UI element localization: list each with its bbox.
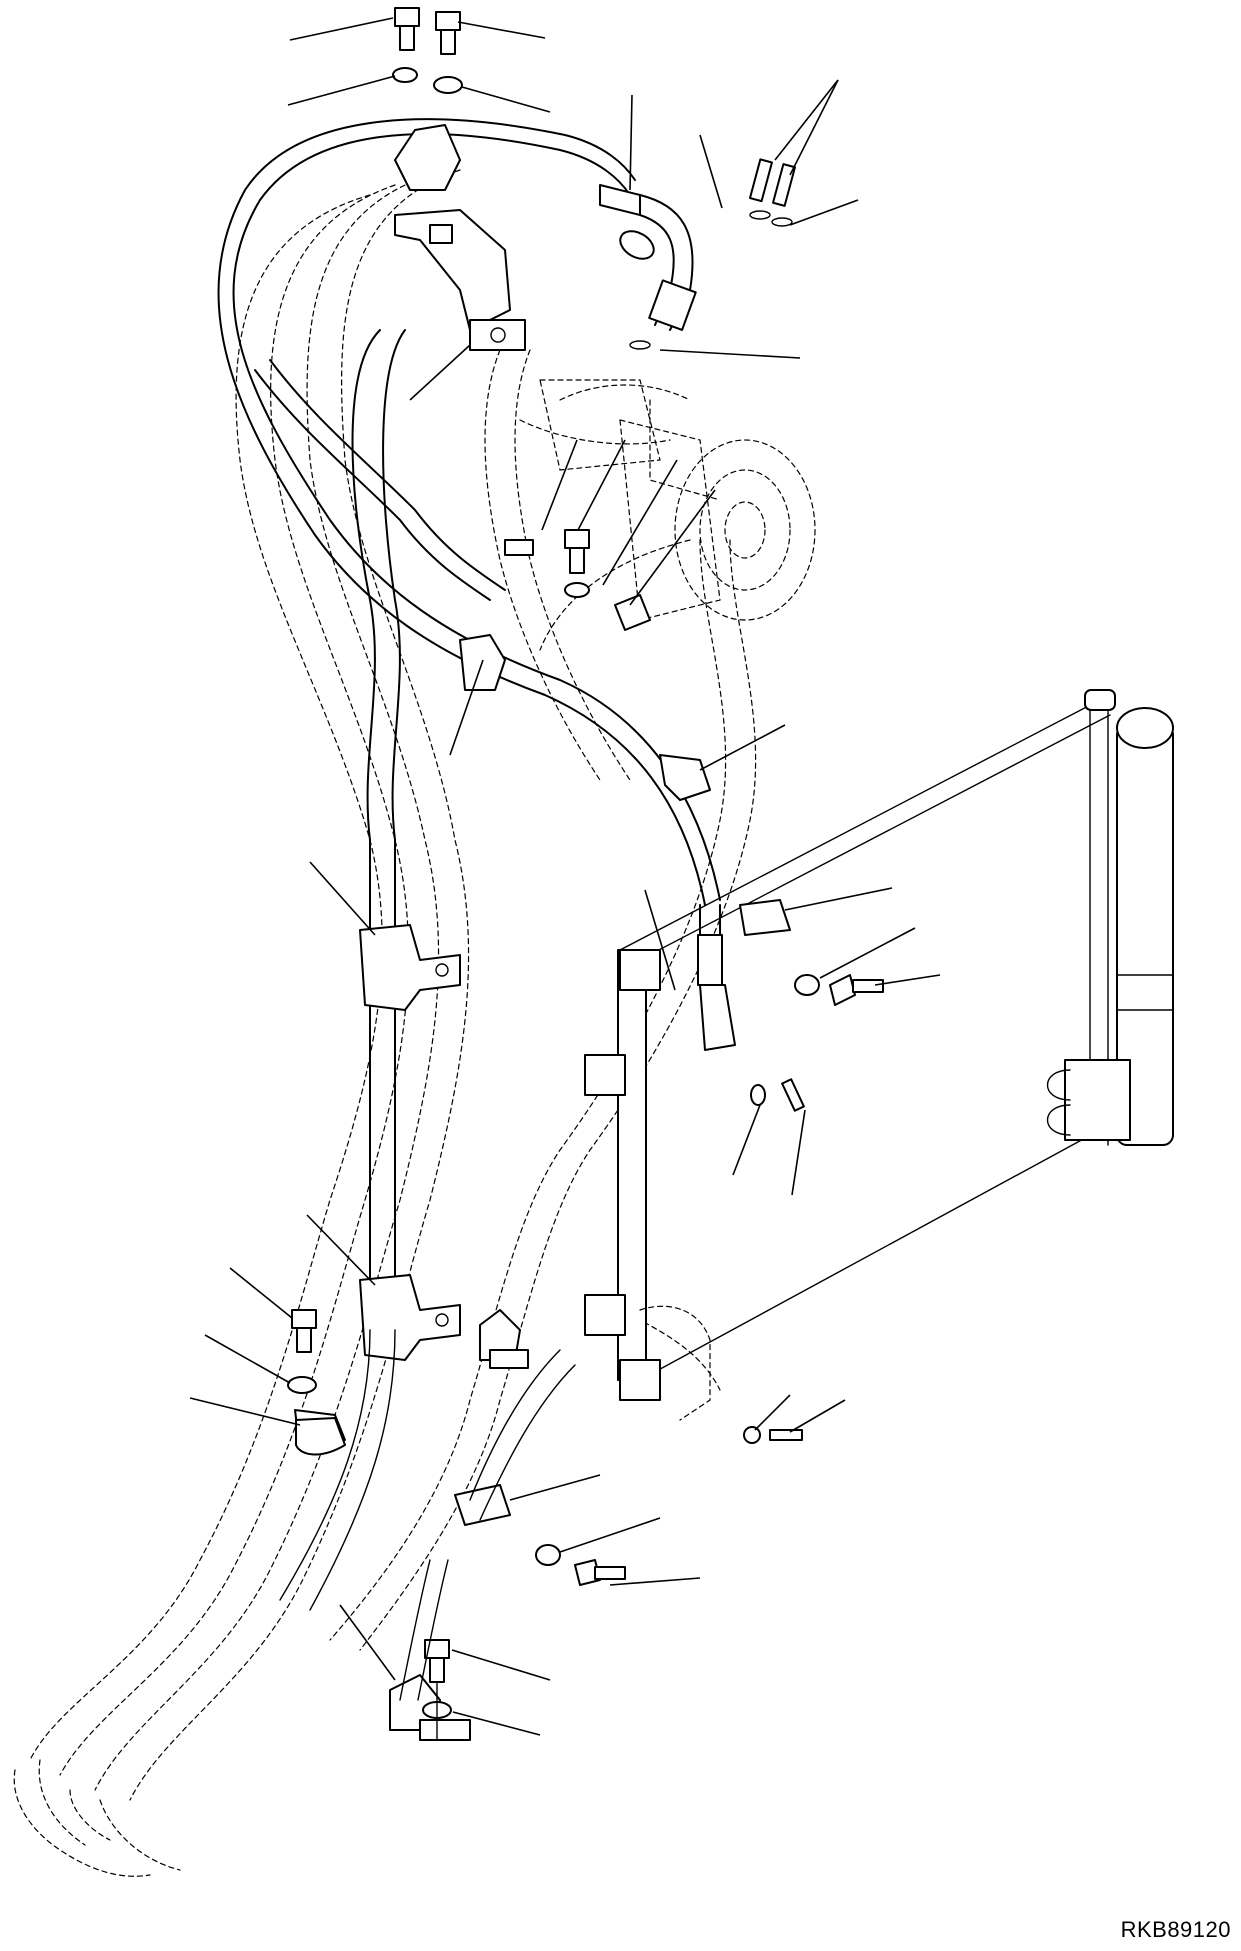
figure-reference-code: RKB89120 <box>1120 1917 1231 1942</box>
leader-lines <box>189 17 941 1736</box>
compressor-outline <box>539 379 816 621</box>
condenser-assembly <box>584 689 1174 1421</box>
solid-hoses <box>217 118 736 1331</box>
lower-hose-ends <box>279 1329 576 1701</box>
bolts-and-washers <box>287 7 884 1741</box>
hose-clamps <box>294 124 791 1741</box>
